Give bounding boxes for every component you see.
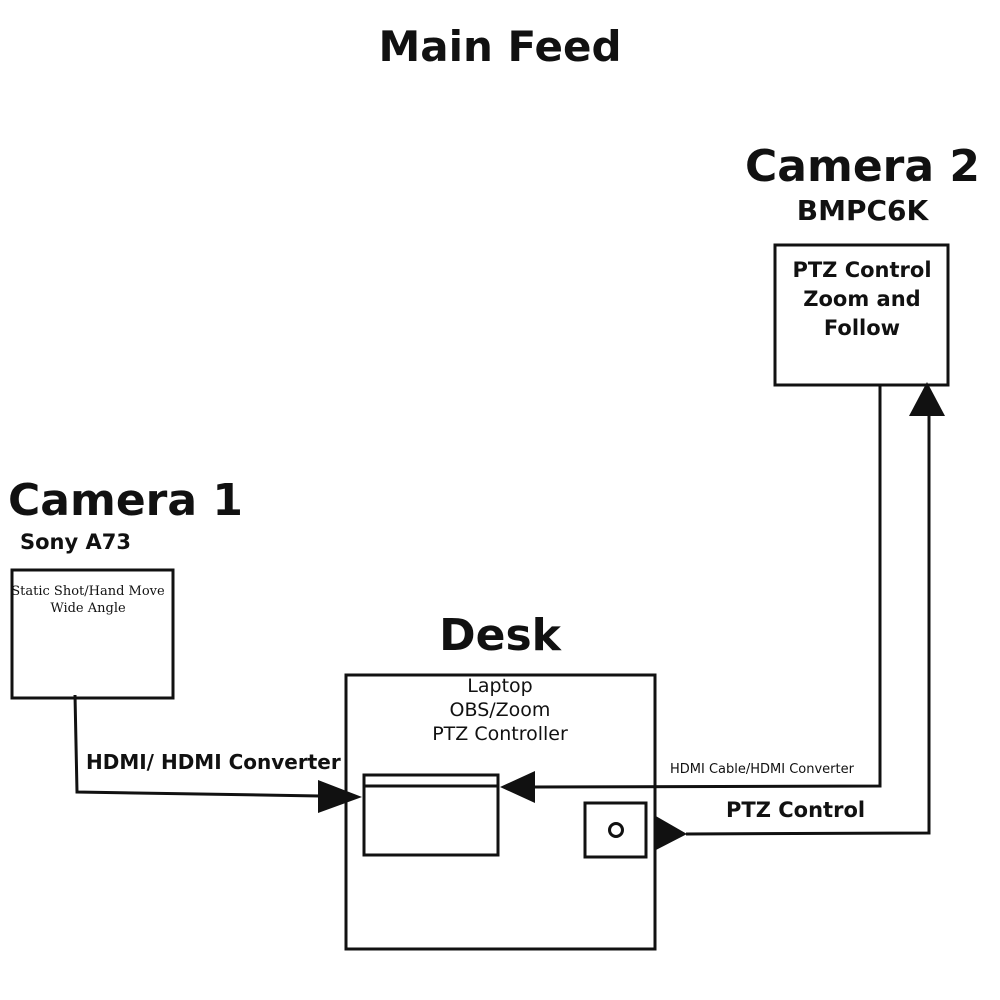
desk-box-line: OBS/Zoom [449,698,551,721]
arrowhead-camera1-to-laptop [318,780,362,813]
camera2-title: Camera 2 [745,141,980,192]
arrowhead-into-camera2 [909,382,945,416]
arrowhead-controller-output [654,815,687,851]
camera2-box-line: Zoom and [803,286,921,311]
ptz-connection-label: PTZ Control [726,798,866,822]
camera1-box-line: Wide Angle [50,600,126,616]
ptz-controller-shape [583,801,648,859]
desk-box [344,673,657,951]
camera2-hdmi-line [531,385,882,789]
desk-box-text: Laptop OBS/Zoom PTZ Controller [380,675,620,747]
laptop-shape [362,773,500,857]
camera1-title: Camera 1 [8,475,243,526]
ptz-controller-knob [608,822,624,838]
camera2-box-line: PTZ Control [792,258,932,282]
camera2-box-line: Follow [823,315,901,340]
ptz-control-line [685,415,931,836]
arrowhead-camera2-to-laptop [500,771,535,803]
main-title: Main Feed [378,22,622,71]
camera2-box [773,243,950,387]
camera2-box-text: PTZ Control Zoom and Follow [776,256,948,342]
desk-box-line: Laptop [467,675,533,697]
desk-box-line: PTZ Controller [432,722,568,745]
desk-title: Desk [439,610,561,661]
camera2-connection-label: HDMI Cable/HDMI Converter [670,762,854,777]
camera1-connection-label: HDMI/ HDMI Converter [86,750,341,774]
camera1-hdmi-line [73,694,321,798]
camera2-model: BMPC6K [796,194,929,227]
camera1-box-line: Static Shot/Hand Move [11,584,165,599]
camera1-box [10,568,175,700]
camera1-box-text: Static Shot/Hand Move Wide Angle [8,584,168,618]
camera1-model: Sony A73 [20,530,131,554]
